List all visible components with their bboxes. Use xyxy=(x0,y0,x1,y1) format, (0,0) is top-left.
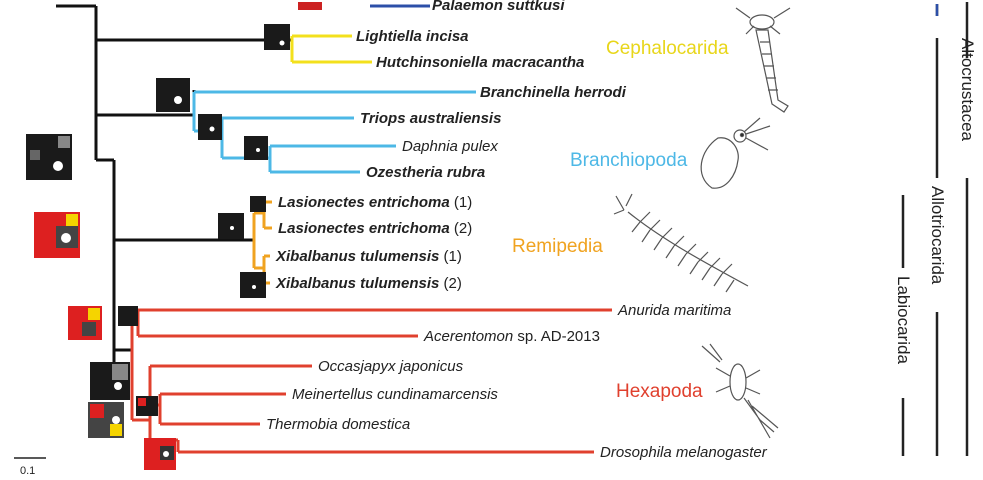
node-matrix-lasionectes xyxy=(250,196,266,212)
taxon-lasionectes-2: Lasionectes entrichoma (2) xyxy=(278,220,472,237)
clade-label-allotriocarida: Allotriocarida xyxy=(928,186,947,285)
group-label-cephalocarida: Cephalocarida xyxy=(606,38,729,59)
node-matrix-xibalbanus xyxy=(240,272,266,298)
taxon-ozestheria: Ozestheria rubra xyxy=(366,164,485,181)
taxon-xibalbanus-1: Xibalbanus tulumensis (1) xyxy=(275,248,462,265)
taxon-lightiella: Lightiella incisa xyxy=(356,28,469,45)
node-matrix-cephalocarida xyxy=(264,24,290,50)
taxon-daphnia: Daphnia pulex xyxy=(402,138,498,155)
cephalocarid-illustration xyxy=(736,8,790,112)
taxon-branchinella: Branchinella herrodi xyxy=(480,84,627,101)
remipedia-branches xyxy=(254,202,272,283)
taxon-anurida: Anurida maritima xyxy=(617,302,731,319)
remipede-illustration xyxy=(614,194,748,292)
node-matrix-hexapoda-b xyxy=(118,306,138,326)
scale-bar-label: 0.1 xyxy=(20,465,35,477)
outgroup-marker xyxy=(298,2,322,10)
taxon-lasionectes-1: Lasionectes entrichoma (1) xyxy=(278,194,472,211)
taxon-thermobia: Thermobia domestica xyxy=(266,416,410,433)
group-label-remipedia: Remipedia xyxy=(512,236,603,257)
taxon-xibalbanus-2: Xibalbanus tulumensis (2) xyxy=(275,275,462,292)
group-label-branchiopoda: Branchiopoda xyxy=(570,150,688,171)
clade-label-altocrustacea: Altocrustacea xyxy=(958,38,977,142)
node-matrix-branchiopoda-inner xyxy=(198,114,222,140)
group-label-hexapoda: Hexapoda xyxy=(616,381,703,402)
taxon-triops: Triops australiensis xyxy=(360,110,501,127)
taxon-meinertellus: Meinertellus cundinamarcensis xyxy=(292,386,498,403)
node-matrix-remipedia xyxy=(218,213,244,239)
taxon-palaemon: Palaemon suttkusi xyxy=(432,0,565,14)
node-matrix-daphnia xyxy=(244,136,268,160)
taxon-hutchinsoniella: Hutchinsoniella macracantha xyxy=(376,54,584,71)
taxon-occasjapyx: Occasjapyx japonicus xyxy=(318,358,464,375)
taxon-acerentomon: Acerentomon sp. AD-2013 xyxy=(423,328,600,345)
branchiopoda-branches xyxy=(194,92,476,172)
taxon-drosophila: Drosophila melanogaster xyxy=(600,444,768,461)
node-matrix-branchiopoda xyxy=(156,78,190,112)
silverfish-illustration xyxy=(702,344,778,438)
clade-label-labiocarida: Labiocarida xyxy=(894,276,913,364)
daphnia-illustration xyxy=(701,118,770,188)
